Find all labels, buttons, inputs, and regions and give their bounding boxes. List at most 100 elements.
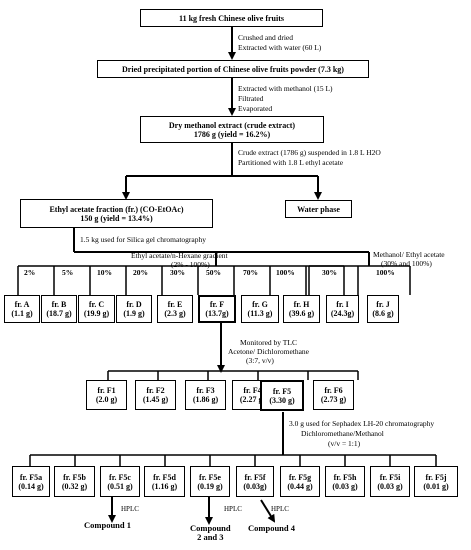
fraction-box: fr. F5d (1.16 g) bbox=[144, 466, 185, 497]
gradient-pct: 100% bbox=[276, 268, 295, 277]
fraction-amount: (2.3 g) bbox=[164, 309, 186, 318]
fraction-amount: (2.73 g) bbox=[320, 395, 347, 404]
fraction-box: fr. E (2.3 g) bbox=[157, 295, 193, 323]
fraction-name: fr. H bbox=[293, 300, 310, 309]
step-methanol-extract: Extracted with methanol (15 L) bbox=[238, 84, 333, 93]
fraction-name: fr. B bbox=[51, 300, 67, 309]
gradient-pct: 2% bbox=[24, 268, 36, 277]
fraction-box: fr. F5f (0.03g) bbox=[236, 466, 274, 497]
powder-label: Dried precipitated portion of Chinese ol… bbox=[122, 64, 344, 74]
fraction-amount: (18.7 g) bbox=[46, 309, 72, 318]
fraction-name: fr. F5d bbox=[153, 472, 176, 482]
fraction-name: fr. F2 bbox=[146, 386, 165, 395]
step-crushed: Crushed and dried bbox=[238, 33, 293, 42]
gradient-pct: 5% bbox=[62, 268, 74, 277]
fraction-box-selected: fr. F5 (3.30 g) bbox=[260, 380, 304, 411]
compound-2-3-line1: Compound bbox=[190, 523, 231, 533]
fresh-fruits-box: 11 kg fresh Chinese olive fruits bbox=[140, 9, 323, 27]
fraction-amount: (24.3g) bbox=[330, 309, 355, 318]
fraction-amount: (3.30 g) bbox=[269, 395, 295, 405]
fraction-box: fr. F6 (2.73 g) bbox=[313, 380, 354, 410]
step-tlc-ratio: (3:7, v/v) bbox=[246, 356, 274, 365]
fraction-amount: (1.1 g) bbox=[11, 309, 33, 318]
fraction-amount: (13.7g) bbox=[205, 309, 229, 318]
step-tlc: Monitored by TLC bbox=[240, 338, 297, 347]
fraction-amount: (0.14 g) bbox=[18, 481, 44, 491]
fraction-box: fr. J (8.6 g) bbox=[367, 295, 399, 323]
compound-4: Compound 4 bbox=[248, 523, 296, 533]
fraction-name: fr. E bbox=[167, 300, 183, 309]
fraction-box: fr. D (1.9 g) bbox=[116, 295, 152, 323]
compound-2-3: Compound 2 and 3 bbox=[190, 524, 231, 542]
fraction-name: fr. F5b bbox=[63, 472, 86, 482]
fraction-amount: (0.01 g) bbox=[423, 481, 449, 491]
fraction-amount: (0.44 g) bbox=[287, 481, 313, 491]
fraction-amount: (8.6 g) bbox=[372, 309, 394, 318]
fraction-box: fr. F5i (0.03 g) bbox=[370, 466, 410, 497]
powder-box: Dried precipitated portion of Chinese ol… bbox=[97, 60, 369, 78]
fraction-amount: (0.32 g) bbox=[61, 481, 88, 491]
fraction-amount: (0.19 g) bbox=[197, 481, 223, 491]
fraction-name: fr. F1 bbox=[97, 386, 116, 395]
step-sephadex: 3.0 g used for Sephadex LH-20 chromatogr… bbox=[289, 419, 435, 428]
fraction-name: fr. C bbox=[88, 300, 105, 309]
fraction-box-selected: fr. F (13.7g) bbox=[198, 295, 236, 323]
hplc-label: HPLC bbox=[224, 505, 242, 513]
step-sephadex-solvent: Dichloromethane/Methanol bbox=[301, 429, 384, 438]
etoac-fraction-label: Ethyl acetate fraction (fr.) (CO-EtOAc) bbox=[49, 204, 184, 214]
step-methanol-range: (30% and 100%) bbox=[381, 259, 432, 268]
fraction-name: fr. F5e bbox=[199, 472, 221, 482]
crude-extract-yield: 1786 g (yield = 16.2%) bbox=[193, 129, 271, 139]
fraction-name: fr. F6 bbox=[324, 386, 343, 395]
fraction-amount: (2.27 g) bbox=[239, 395, 266, 404]
compound-1: Compound 1 bbox=[84, 520, 132, 530]
fraction-box: fr. F3 (1.86 g) bbox=[185, 380, 226, 410]
crude-extract-box: Dry methanol extract (crude extract) 178… bbox=[140, 116, 324, 143]
fraction-amount: (0.03 g) bbox=[377, 481, 403, 491]
fraction-box: fr. F5e (0.19 g) bbox=[190, 466, 230, 497]
compound-2-3-line2: 2 and 3 bbox=[197, 532, 224, 542]
fraction-box: fr. I (24.3g) bbox=[326, 295, 359, 323]
fraction-amount: (1.45 g) bbox=[142, 395, 169, 404]
fraction-box: fr. F5h (0.03 g) bbox=[325, 466, 365, 497]
step-partitioned: Partitioned with 1.8 L ethyl acetate bbox=[238, 158, 344, 167]
fraction-name: fr. A bbox=[14, 300, 30, 309]
step-gradient-range: (2% - 100%) bbox=[171, 260, 210, 269]
fraction-box: fr. F5g (0.44 g) bbox=[280, 466, 320, 497]
gradient-pct: 70% bbox=[243, 268, 258, 277]
step-evaporated: Evaporated bbox=[238, 104, 273, 113]
water-phase-box: Water phase bbox=[285, 200, 352, 218]
fraction-name: fr. F5 bbox=[272, 386, 292, 396]
fraction-name: fr. G bbox=[252, 300, 268, 309]
crude-extract-label: Dry methanol extract (crude extract) bbox=[168, 120, 296, 130]
step-gradient: Ethyl acetate/n-Hexane gradient bbox=[131, 251, 228, 260]
step-filtrated: Filtrated bbox=[238, 94, 264, 103]
fraction-box: fr. F5a (0.14 g) bbox=[12, 466, 50, 497]
gradient-pct: 50% bbox=[206, 268, 221, 277]
fraction-box: fr. F5c (0.51 g) bbox=[100, 466, 140, 497]
fraction-box: fr. F5j (0.01 g) bbox=[414, 466, 458, 497]
fraction-box: fr. G (11.3 g) bbox=[241, 295, 279, 323]
fraction-amount: (11.3 g) bbox=[247, 309, 273, 318]
etoac-fraction-yield: 150 g (yield = 13.4%) bbox=[80, 213, 153, 223]
fraction-amount: (39.6 g) bbox=[288, 309, 315, 318]
step-sephadex-ratio: (v/v = 1:1) bbox=[328, 439, 361, 448]
gradient-pct: 30% bbox=[170, 268, 185, 277]
fraction-amount: (2.0 g) bbox=[95, 395, 118, 404]
fraction-amount: (0.03 g) bbox=[332, 481, 358, 491]
step-methanol-etoac: Methanol/ Ethyl acetate bbox=[373, 250, 445, 259]
hplc-label: HPLC bbox=[121, 505, 139, 513]
gradient-pct: 20% bbox=[133, 268, 148, 277]
fraction-amount: (1.9 g) bbox=[123, 309, 145, 318]
fraction-name: fr. F5a bbox=[19, 472, 43, 482]
fraction-name: fr. F5j bbox=[425, 472, 447, 482]
fraction-name: fr. F5i bbox=[379, 472, 401, 482]
fraction-name: fr. J bbox=[376, 300, 390, 309]
fraction-name: fr. D bbox=[126, 300, 142, 309]
fraction-name: fr. I bbox=[336, 300, 349, 309]
fraction-name: fr. F5g bbox=[288, 472, 312, 482]
fraction-box: fr. B (18.7 g) bbox=[41, 295, 77, 323]
step-suspended: Crude extract (1786 g) suspended in 1.8 … bbox=[238, 148, 381, 157]
fraction-amount: (0.51 g) bbox=[107, 481, 133, 491]
